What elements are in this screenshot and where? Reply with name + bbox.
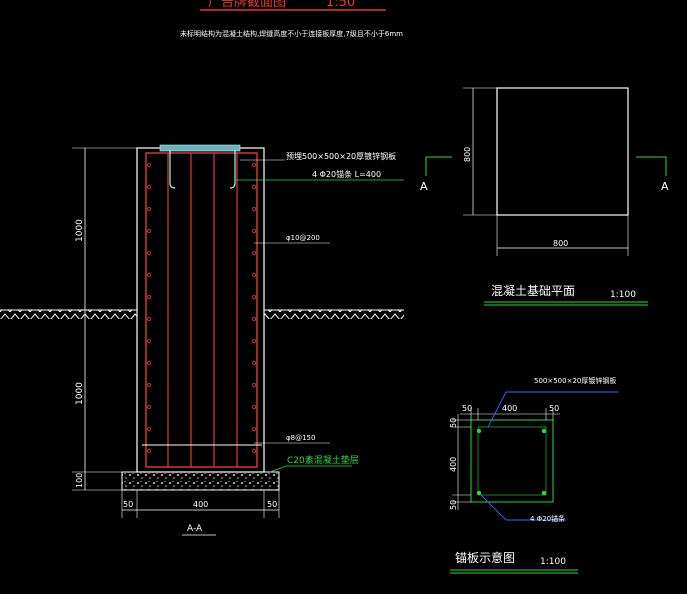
plan-scale: 1:100 xyxy=(610,290,636,300)
plate-dim-left-top: 50 xyxy=(449,418,458,428)
stirrup-dot xyxy=(146,250,151,255)
section-mark-right: A xyxy=(661,180,669,193)
dim-upper-height: 1000 xyxy=(75,219,85,242)
anchor-bar-bottom-right xyxy=(541,490,547,496)
dim-cushion-height: 100 xyxy=(75,473,84,488)
plan-view: 800 800 A A 混凝土基础平面 1:100 xyxy=(420,87,669,306)
plan-title: 混凝土基础平面 xyxy=(491,283,575,298)
embedded-steel-plate xyxy=(159,144,241,152)
stirrup-dot xyxy=(251,360,256,365)
soil-hatch-left xyxy=(0,310,137,319)
stirrup-dot xyxy=(251,294,256,299)
stirrup-dot xyxy=(146,184,151,189)
plate-dim-left-bottom: 50 xyxy=(449,500,458,510)
stirrup-dot xyxy=(146,426,151,431)
stirrup-dot xyxy=(146,294,151,299)
stirrup-dot xyxy=(251,162,256,167)
stirrup-dot xyxy=(146,404,151,409)
stirrup-dot xyxy=(146,206,151,211)
stirrup-dot xyxy=(146,338,151,343)
anchor-plate-diagram: 50 400 50 50 400 50 500×500×20厚镀锌钢板 4 Φ2… xyxy=(449,376,618,574)
soil-hatch-right xyxy=(264,310,404,319)
callout-cushion: C20素混凝土垫层 xyxy=(287,454,359,466)
anchor-hook-left xyxy=(169,150,176,189)
plate-dim-top-mid: 400 xyxy=(502,404,517,413)
stirrup-dot xyxy=(251,206,256,211)
header: 广告牌截面图 1:50 未标明结构为混凝土结构,焊缝高度不小于连接板厚度,7级且… xyxy=(180,0,403,38)
stirrup-dot xyxy=(251,272,256,277)
plan-width-dim: 800 xyxy=(553,239,568,248)
section-mark-left-symbol xyxy=(425,156,452,176)
dim-lower-height: 1000 xyxy=(75,382,85,405)
stirrup-dot xyxy=(251,448,256,453)
stirrup-dots xyxy=(146,162,256,453)
foundation-outline xyxy=(136,147,265,473)
leader-bars xyxy=(479,493,566,521)
plan-outline xyxy=(496,87,629,216)
plan-height-dim: 800 xyxy=(463,147,472,162)
plate-inner-outline xyxy=(477,426,547,496)
anchor-hook-right xyxy=(229,150,236,189)
plate-label: 500×500×20厚镀锌钢板 xyxy=(534,376,616,385)
dim-right-margin: 50 xyxy=(267,500,277,509)
stirrup-dot xyxy=(251,250,256,255)
plate-scale: 1:100 xyxy=(540,557,566,567)
rebar-cage xyxy=(145,152,258,468)
section-mark-left: A xyxy=(420,180,428,193)
ground-line xyxy=(0,309,404,319)
section-label: A-A xyxy=(187,524,203,534)
section-a-a: 1000 1000 100 50 400 50 A-A 预埋500×500×20… xyxy=(72,144,404,536)
top-scale: 1:50 xyxy=(326,0,355,10)
stirrup-dot xyxy=(251,228,256,233)
top-title: 广告牌截面图 xyxy=(208,0,286,10)
plate-dim-top-left: 50 xyxy=(462,404,472,413)
callout-stirrup-bottom: φ8@150 xyxy=(286,434,315,442)
dim-width: 400 xyxy=(193,500,208,509)
plate-title: 锚板示意图 xyxy=(455,550,515,565)
stirrup-dot xyxy=(146,162,151,167)
stirrup-dot xyxy=(251,382,256,387)
stirrup-dot xyxy=(146,360,151,365)
concrete-cushion xyxy=(121,471,280,491)
leader-cushion xyxy=(269,465,287,473)
general-note: 未标明结构为混凝土结构,焊缝高度不小于连接板厚度,7级且不小于6mm xyxy=(180,29,403,38)
stirrup-dot xyxy=(146,316,151,321)
anchor-bar-top-left xyxy=(476,428,482,434)
callout-steel-plate: 预埋500×500×20厚镀锌钢板 xyxy=(286,151,396,161)
bars-label: 4 Φ20锚条 xyxy=(530,514,565,523)
stirrup-dot xyxy=(251,404,256,409)
plate-outline xyxy=(470,419,554,503)
stirrup-dot xyxy=(251,338,256,343)
stirrup-dot xyxy=(146,228,151,233)
callout-anchor-bars: 4 Φ20锚条 L=400 xyxy=(312,169,381,179)
stirrup-dot xyxy=(146,448,151,453)
stirrup-dot xyxy=(146,272,151,277)
anchor-bar-top-right xyxy=(541,428,547,434)
callout-stirrup-top: φ10@200 xyxy=(286,234,320,242)
stirrup-dot xyxy=(251,316,256,321)
stirrup-dot xyxy=(146,382,151,387)
stirrup-dot xyxy=(251,426,256,431)
dim-left-margin: 50 xyxy=(123,500,133,509)
plate-dim-top-right: 50 xyxy=(549,404,559,413)
stirrup-dot xyxy=(251,184,256,189)
leader-plate xyxy=(487,391,618,428)
section-mark-right-symbol xyxy=(636,156,667,176)
plate-dim-left-mid: 400 xyxy=(449,457,458,472)
